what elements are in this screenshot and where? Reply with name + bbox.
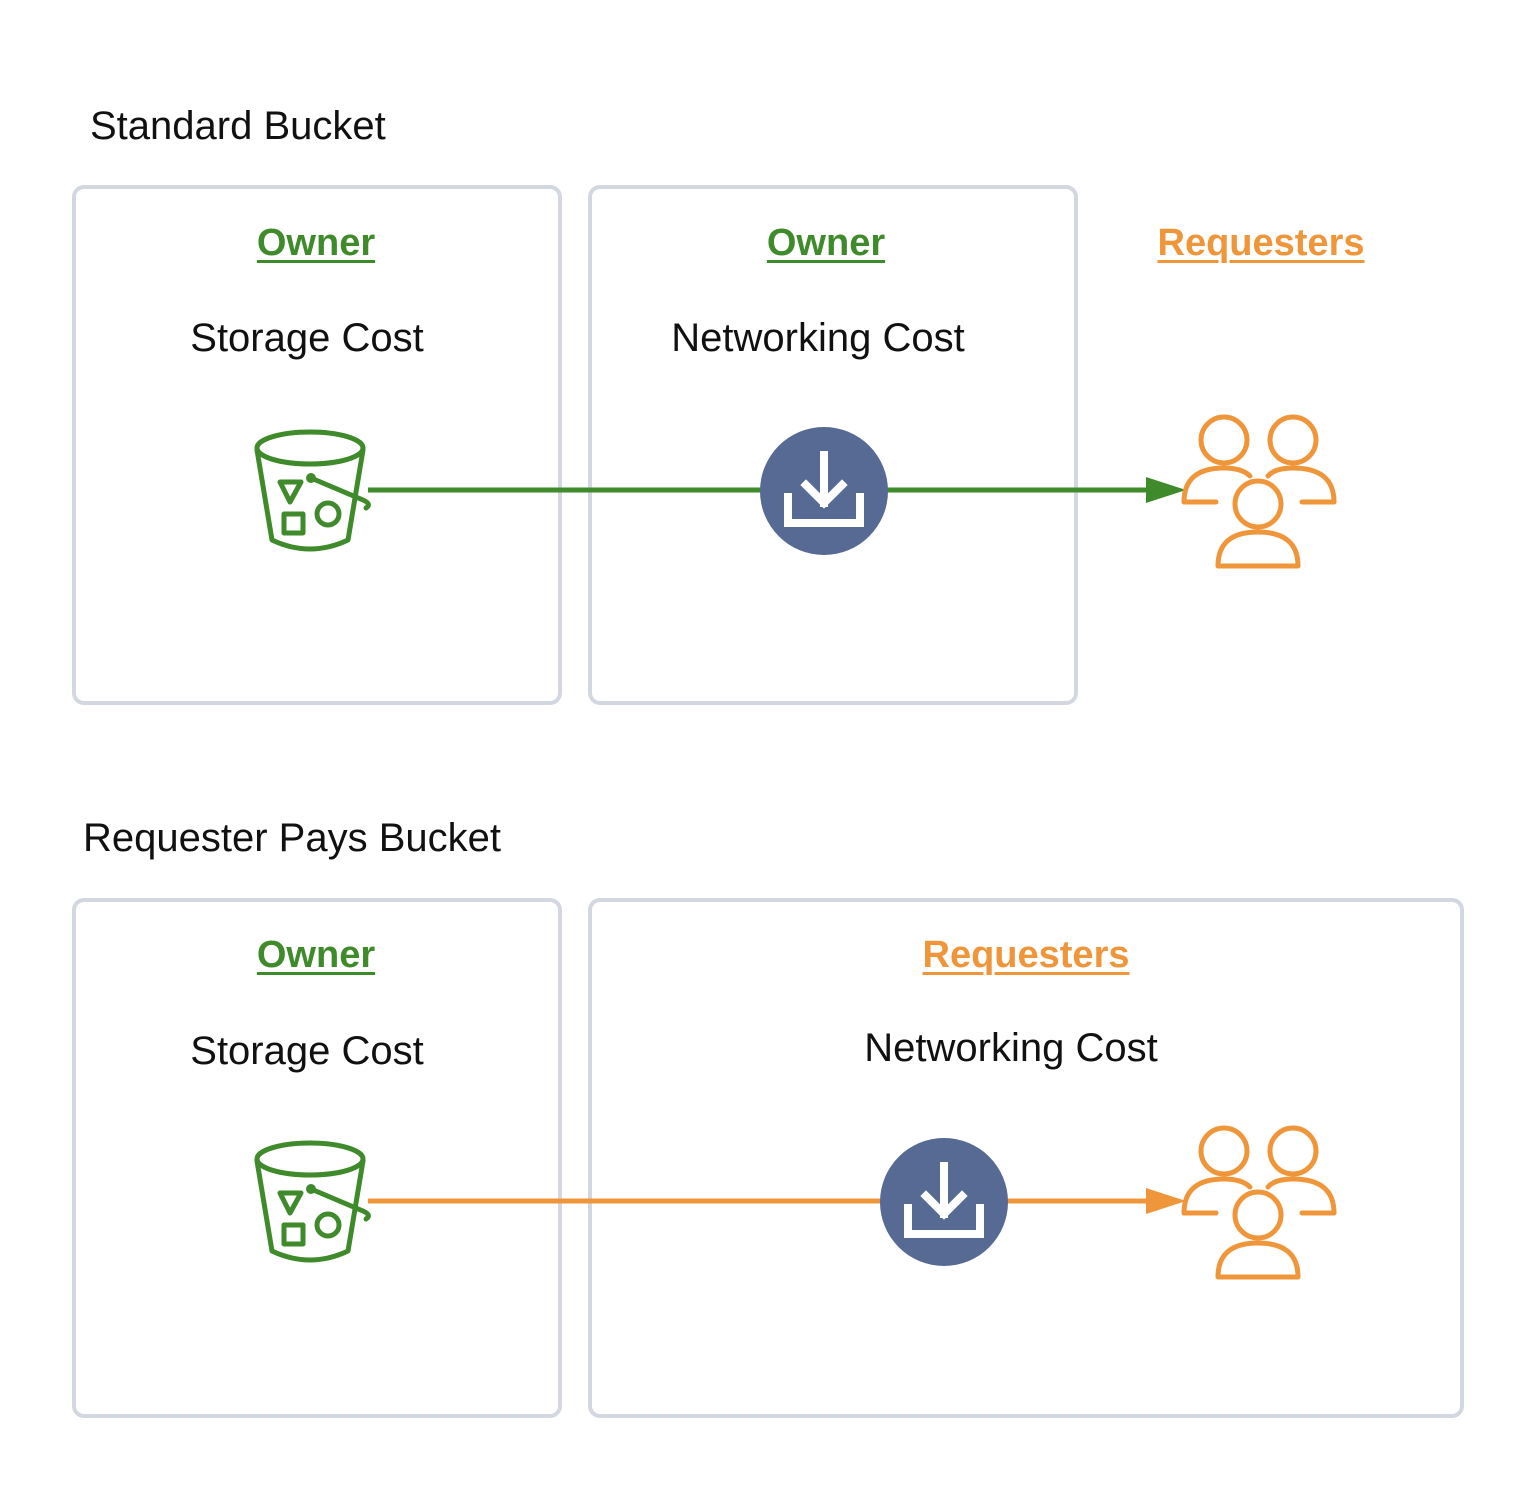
standard-storage-cost-label: Storage Cost — [190, 316, 424, 360]
standard-storage-box — [72, 185, 562, 705]
requester-pays-network-cost-label: Networking Cost — [864, 1026, 1158, 1070]
standard-network-cost-label: Networking Cost — [671, 316, 965, 360]
s3-bucket-icon — [254, 429, 371, 552]
requester-pays-storage-box — [72, 898, 562, 1418]
standard-storage-owner-label: Owner — [256, 222, 376, 264]
requester-pays-storage-cost-label: Storage Cost — [190, 1029, 424, 1073]
download-icon — [760, 427, 888, 555]
standard-bucket-title: Standard Bucket — [90, 104, 386, 148]
requester-pays-network-requesters-label: Requesters — [922, 934, 1130, 976]
s3-bucket-icon — [254, 1140, 371, 1263]
standard-flow-arrow — [368, 477, 1186, 503]
users-group-icon — [1181, 1125, 1337, 1280]
users-group-icon — [1181, 414, 1337, 569]
standard-network-owner-label: Owner — [766, 222, 886, 264]
requester-pays-flow-arrow — [368, 1188, 1186, 1214]
requester-pays-bucket-title: Requester Pays Bucket — [83, 816, 501, 860]
requester-pays-storage-owner-label: Owner — [256, 934, 376, 976]
download-icon — [880, 1138, 1008, 1266]
standard-requesters-label: Requesters — [1157, 222, 1365, 264]
requester-pays-network-box — [588, 898, 1464, 1418]
